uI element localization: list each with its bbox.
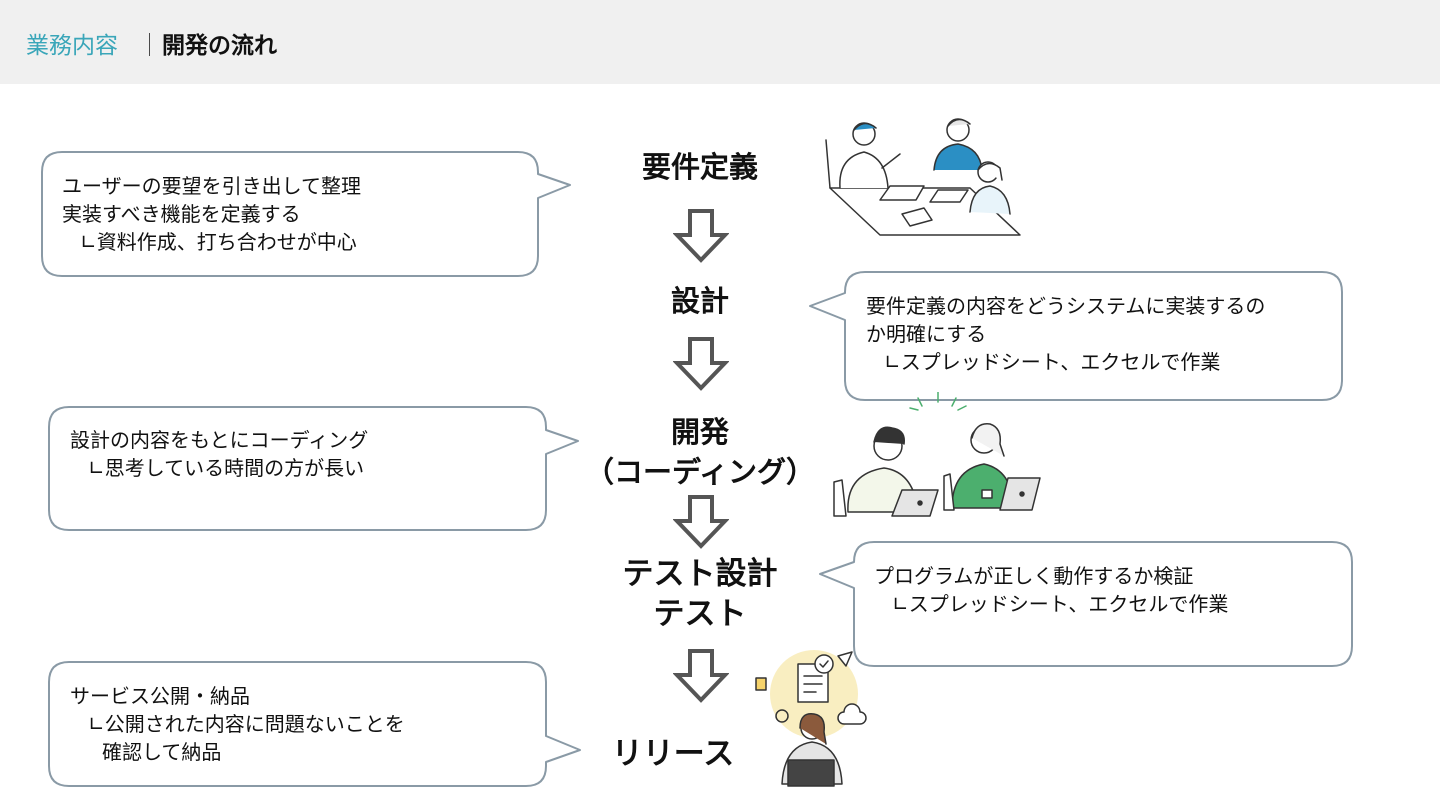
- bubble-design-line1: 要件定義の内容をどうシステムに実装するの: [866, 294, 1266, 318]
- bubble-design-text: 要件定義の内容をどうシステムに実装するの か明確にする ∟スプレッドシート、エク…: [866, 292, 1265, 376]
- header-category: 業務内容: [26, 33, 118, 59]
- bubble-release-line2: ∟公開された内容に問題ないことを: [88, 712, 405, 736]
- step-testing-label: テスト設計: [622, 556, 778, 592]
- bubble-release-line1: サービス公開・納品: [70, 684, 250, 708]
- step-requirements-label: 要件定義: [641, 150, 758, 184]
- bubble-requirements-line2: 実装すべき機能を定義する: [62, 202, 301, 226]
- bubble-development-line2: ∟思考している時間の方が長い: [88, 456, 365, 480]
- step-development-label: 開発: [670, 415, 729, 449]
- step-testing: テスト設計 テスト: [560, 554, 840, 634]
- down-arrow-icon: [673, 209, 729, 263]
- step-design-label: 設計: [670, 284, 729, 318]
- step-testing-sublabel: テスト: [653, 596, 747, 632]
- down-arrow-icon: [673, 337, 729, 391]
- header-bar: 業務内容 ｜ 開発の流れ: [0, 0, 1440, 84]
- page-title: 開発の流れ: [162, 33, 277, 59]
- bubble-design-line2: か明確にする: [866, 322, 987, 346]
- header-separator: ｜: [138, 33, 161, 59]
- step-release: リリース: [533, 728, 813, 773]
- down-arrow-icon: [673, 495, 729, 549]
- bubble-release-line3: 確認して納品: [102, 740, 222, 764]
- bubble-testing-line2: ∟スプレッドシート、エクセルで作業: [892, 592, 1229, 616]
- bubble-requirements-text: ユーザーの要望を引き出して整理 実装すべき機能を定義する ∟資料作成、打ち合わせ…: [62, 172, 361, 256]
- bubble-release-text: サービス公開・納品 ∟公開された内容に問題ないことを 確認して納品: [70, 682, 405, 766]
- meeting-illustration: [825, 118, 1021, 236]
- coding-illustration: [833, 392, 1041, 517]
- step-development-sublabel: （コーディング）: [585, 455, 815, 489]
- bubble-development-text: 設計の内容をもとにコーディング ∟思考している時間の方が長い: [70, 426, 368, 482]
- step-requirements: 要件定義: [560, 144, 840, 186]
- step-design: 設計: [560, 278, 840, 320]
- down-arrow-icon: [673, 649, 729, 703]
- bubble-requirements-line3: ∟資料作成、打ち合わせが中心: [80, 230, 357, 254]
- bubble-requirements-line1: ユーザーの要望を引き出して整理: [62, 174, 361, 198]
- step-release-label: リリース: [611, 736, 735, 772]
- bubble-design-line3: ∟スプレッドシート、エクセルで作業: [884, 350, 1221, 374]
- bubble-development-line1: 設計の内容をもとにコーディング: [70, 428, 369, 452]
- release-illustration: [755, 650, 867, 787]
- bubble-testing-line1: プログラムが正しく動作するか検証: [874, 564, 1194, 588]
- bubble-testing-text: プログラムが正しく動作するか検証 ∟スプレッドシート、エクセルで作業: [874, 562, 1228, 618]
- step-development: 開発 （コーディング）: [560, 412, 840, 492]
